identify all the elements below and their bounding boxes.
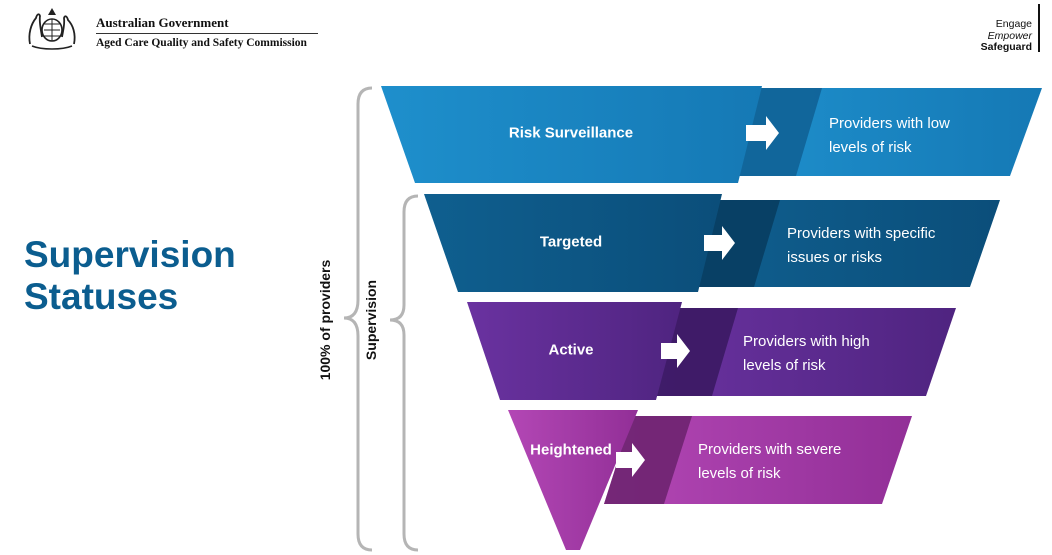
tagline-engage: Engage (995, 18, 1032, 30)
tier-risk-surveillance (381, 86, 1042, 183)
title-line-2: Statuses (24, 276, 179, 317)
tier-targeted-fold (694, 200, 780, 287)
tier-active-shape (467, 302, 682, 400)
tier-active (467, 302, 956, 400)
commission-name: Aged Care Quality and Safety Commission (96, 37, 307, 49)
tier-heightened-shape (508, 410, 638, 550)
tier-desc-heightened: Providers with severe levels of risk (698, 441, 842, 482)
tier-label-heightened: Heightened (530, 441, 612, 459)
all-providers-brace (343, 86, 373, 552)
title-line-1: Supervision (24, 234, 236, 275)
supervision-brace (389, 194, 419, 552)
government-name: Australian Government (96, 15, 229, 30)
tier-heightened (508, 410, 912, 550)
tier-active-arrow-icon (661, 334, 690, 368)
tier-desc-active: Providers with high levels of risk (743, 333, 870, 374)
tagline-empower: Empower (987, 29, 1032, 42)
tier-label-risk-surveillance: Risk Surveillance (508, 124, 634, 142)
tier-targeted (424, 194, 1000, 292)
tier-risk-surveillance-arrow-icon (746, 116, 779, 150)
tier-targeted-arrow-icon (704, 226, 735, 260)
tier-desc-targeted: Providers with specific issues or risks (787, 225, 936, 266)
tagline: Engage Empower Safeguard (980, 18, 1032, 54)
tier-label-targeted: Targeted (539, 233, 603, 251)
tagline-bar (1038, 4, 1040, 52)
tagline-safeguard: Safeguard (980, 41, 1032, 53)
coat-of-arms-icon (28, 8, 76, 50)
tier-label-active: Active (548, 341, 594, 359)
page-title: Supervision Statuses (24, 234, 236, 318)
tier-targeted-shape (424, 194, 722, 292)
tier-desc-risk-surveillance: Providers with low levels of risk (829, 115, 950, 156)
header-rule (96, 33, 318, 34)
tier-heightened-arrow-icon (616, 443, 645, 477)
tier-risk-surveillance-fold (736, 88, 822, 176)
tier-risk-surveillance-shape (381, 86, 762, 183)
